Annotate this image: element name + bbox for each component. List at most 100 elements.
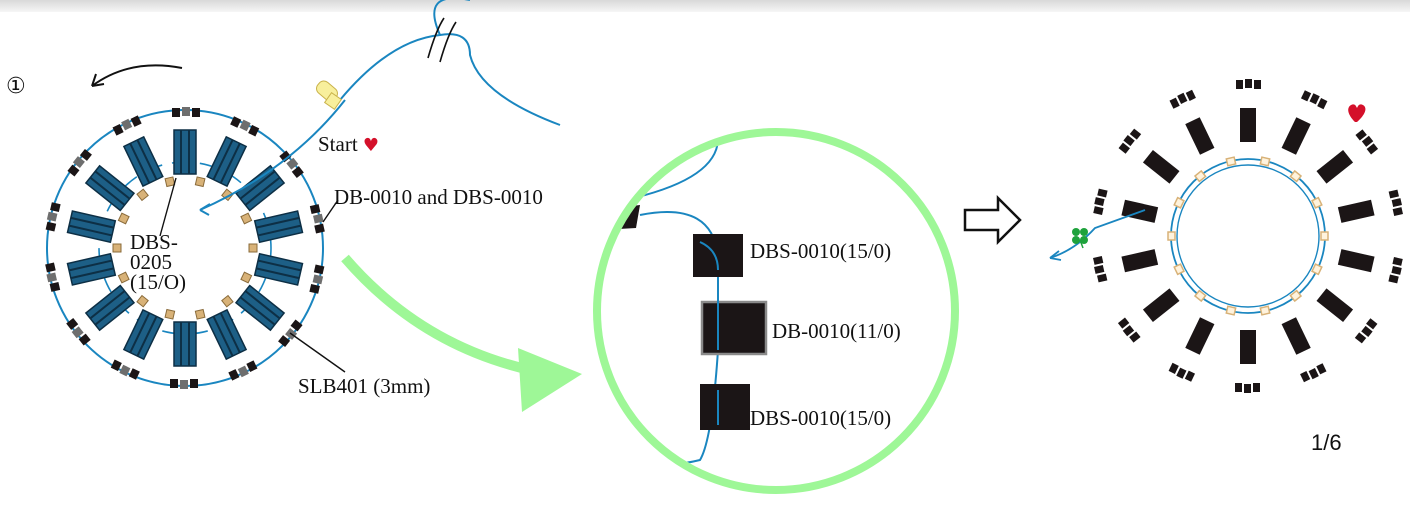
gray-bead — [239, 119, 251, 132]
bugle-bead — [84, 164, 136, 212]
gray-bead — [72, 156, 85, 169]
seed-bead — [221, 294, 234, 308]
seed-bead — [194, 308, 206, 320]
zoom-label-middle: DB-0010(11/0) — [772, 319, 901, 343]
bugle-bead — [1121, 249, 1159, 273]
dark-bead — [1094, 265, 1105, 274]
dark-bead — [309, 204, 321, 214]
seed-bead — [117, 271, 130, 284]
dark-bead — [1129, 128, 1142, 140]
dark-bead — [1097, 273, 1108, 283]
bead-unit — [45, 202, 130, 244]
bead-unit — [1320, 189, 1403, 241]
dark-bead — [1093, 206, 1104, 215]
bugle-bead — [1142, 149, 1180, 184]
dark-bead — [1097, 188, 1108, 198]
dark-bead — [50, 202, 61, 213]
bead-unit — [1289, 288, 1378, 344]
bugle-bead — [234, 164, 286, 212]
dark-bead — [1118, 142, 1130, 154]
dark-bead — [279, 150, 292, 163]
dark-bead — [1123, 134, 1135, 147]
dark-bead — [1392, 207, 1403, 216]
start-label: Start ♥ — [318, 133, 379, 157]
dark-bead — [1236, 80, 1243, 89]
slb401-label: SLB401 (3mm) — [298, 374, 431, 398]
dark-bead — [1392, 257, 1403, 266]
left-bead-ring — [45, 107, 325, 389]
dark-bead — [1366, 143, 1379, 155]
seed-bead — [164, 176, 176, 188]
dark-bead — [67, 164, 80, 177]
seed-bead — [112, 243, 122, 253]
dark-bead — [1168, 362, 1179, 374]
gray-bead — [182, 107, 190, 116]
thread-top — [339, 33, 561, 126]
dark-bead — [290, 319, 303, 332]
dark-bead — [1391, 198, 1402, 207]
seed-bead — [240, 212, 253, 225]
bead-unit — [66, 271, 136, 346]
dark-bead — [130, 115, 142, 127]
dark-bead — [1185, 89, 1196, 101]
bugle-bead — [1185, 317, 1215, 355]
seed-bead — [1259, 305, 1271, 316]
seed-bead — [164, 308, 176, 320]
bead-unit — [1117, 263, 1185, 343]
dark-bead — [1169, 97, 1180, 109]
dark-bead — [1117, 317, 1130, 329]
bugle-bead — [1185, 117, 1215, 155]
bead-unit — [234, 150, 304, 225]
bead-unit — [1311, 129, 1379, 209]
bead-unit — [67, 148, 149, 212]
bugle-bead — [1281, 117, 1311, 155]
bead-unit — [1118, 128, 1207, 184]
seed-bead — [1320, 231, 1329, 241]
dark-bead — [314, 223, 325, 234]
dark-bead — [230, 116, 242, 128]
zoom-label-top: DBS-0010(15/0) — [750, 239, 892, 263]
dark-bead — [1244, 384, 1251, 393]
seed-bead — [1173, 196, 1185, 209]
bead-unit — [1169, 89, 1237, 167]
gray-bead — [312, 274, 324, 285]
bead-unit — [206, 116, 260, 202]
seed-bead — [1193, 289, 1207, 303]
seed-bead — [1173, 263, 1185, 276]
seed-bead — [1311, 263, 1323, 276]
gray-bead — [121, 118, 133, 131]
bead-unit — [1259, 305, 1327, 383]
seed-bead — [1289, 169, 1303, 183]
dark-bead — [78, 333, 91, 346]
bead-unit — [194, 308, 258, 381]
gray-bead — [46, 272, 57, 283]
dark-bead — [1317, 98, 1328, 110]
gray-bead — [71, 326, 84, 339]
dark-bead — [1094, 197, 1105, 206]
dark-bead — [1122, 325, 1135, 337]
bead-unit — [45, 243, 122, 292]
dark-bead — [1354, 332, 1367, 344]
bugle-bead — [84, 284, 136, 332]
top-bar — [0, 0, 1410, 12]
dark-bead — [313, 264, 325, 275]
dark-bead — [1361, 325, 1373, 338]
bead-unit — [240, 252, 325, 294]
bead-unit — [172, 107, 206, 188]
dark-bead — [1245, 79, 1252, 88]
dark-bead — [172, 108, 180, 117]
dark-bead — [1300, 90, 1312, 102]
page-number: 1/6 — [1311, 430, 1342, 455]
dbs-0205-label: DBS- 0205 (15/O) — [130, 230, 186, 294]
bugle-bead — [1240, 108, 1256, 142]
dark-bead — [192, 108, 200, 117]
gray-bead — [119, 364, 131, 377]
bead-unit — [1225, 305, 1260, 393]
gray-bead — [286, 157, 299, 170]
dark-bead — [278, 335, 291, 348]
dark-bead — [1316, 363, 1327, 375]
bugle-bead — [234, 284, 286, 332]
seed-bead — [136, 294, 149, 308]
dark-bead — [45, 221, 57, 232]
